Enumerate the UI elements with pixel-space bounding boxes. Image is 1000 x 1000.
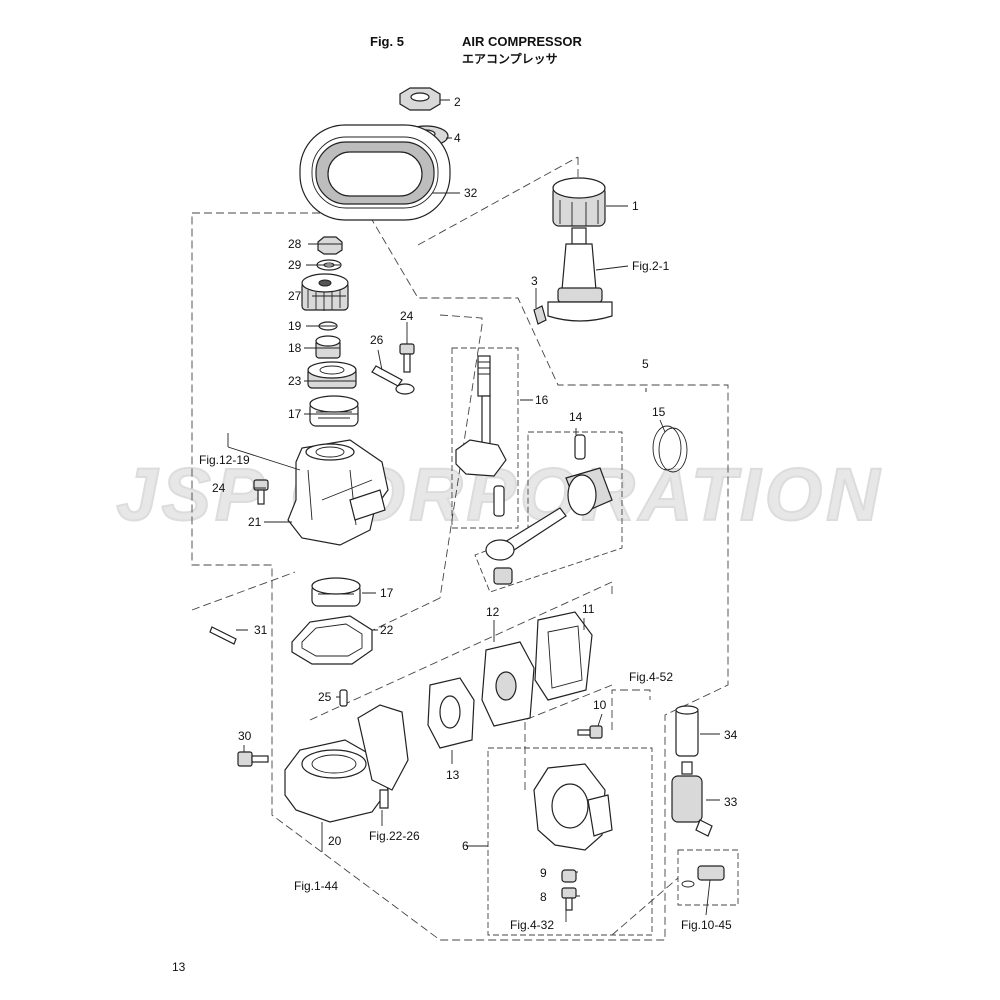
gasket-22[interactable]	[291, 615, 373, 665]
valve-plate-12[interactable]	[481, 641, 535, 727]
callout-1: 1	[632, 199, 639, 213]
ref-fig2-1: Fig.2-1	[632, 259, 670, 273]
pin-26[interactable]	[371, 365, 415, 395]
timing-belt-32[interactable]	[299, 124, 451, 221]
callout-15: 15	[652, 405, 666, 419]
piston-assembly[interactable]	[485, 467, 613, 585]
callout-17-lower: 17	[380, 586, 394, 600]
oil-seal-18[interactable]	[315, 335, 341, 359]
callout-21: 21	[248, 515, 262, 529]
figure-subtitle: エアコンプレッサ	[462, 52, 558, 66]
callout-14: 14	[569, 410, 583, 424]
callout-27: 27	[288, 289, 302, 303]
callout-19: 19	[288, 319, 302, 333]
callout-12: 12	[486, 605, 500, 619]
fitting-8[interactable]	[561, 887, 577, 911]
callout-23: 23	[288, 374, 302, 388]
callouts: 2 4 32 1 Fig.2-1 3 5 16 14 15 28 29 27 1…	[199, 95, 738, 932]
callout-3: 3	[531, 274, 538, 288]
figure-number: Fig. 5	[370, 34, 404, 49]
reed-plate-11[interactable]	[534, 611, 593, 701]
callout-2: 2	[454, 95, 461, 109]
bolt-30[interactable]	[237, 751, 269, 767]
callout-20: 20	[328, 834, 342, 848]
callout-33: 33	[724, 795, 738, 809]
callout-4: 4	[454, 131, 461, 145]
ref-fig12-19: Fig.12-19	[199, 453, 250, 467]
assembly-outlines	[191, 156, 739, 941]
callout-9: 9	[540, 866, 547, 880]
dowel-pin-25[interactable]	[339, 689, 348, 707]
ref-fig4-52: Fig.4-52	[629, 670, 673, 684]
piston-rings-15[interactable]	[652, 425, 688, 473]
callout-31: 31	[254, 623, 268, 637]
bolt-24-lower[interactable]	[253, 479, 269, 505]
coupling-cap-1[interactable]	[552, 177, 606, 227]
nut-28[interactable]	[317, 236, 343, 255]
callout-6: 6	[462, 839, 469, 853]
dowel-pin-31[interactable]	[209, 626, 237, 645]
ref-fig10-45: Fig.10-45	[681, 918, 732, 932]
bolt-24-upper[interactable]	[399, 343, 415, 373]
gasket-13[interactable]	[427, 677, 475, 749]
bearing-17-lower[interactable]	[311, 577, 361, 607]
callout-11: 11	[582, 602, 595, 616]
oil-seal-23[interactable]	[307, 361, 357, 389]
crankcase-21[interactable]	[287, 439, 389, 546]
bolt-10[interactable]	[577, 725, 603, 739]
page-number: 13	[172, 960, 186, 974]
callout-32: 32	[464, 186, 478, 200]
callout-16: 16	[535, 393, 549, 407]
callout-22: 22	[380, 623, 394, 637]
fitting-fig10-45[interactable]	[681, 865, 725, 888]
leader-lines	[227, 99, 720, 922]
ref-fig22-26: Fig.22-26	[369, 829, 420, 843]
callout-17-upper: 17	[288, 407, 302, 421]
hex-nut-2[interactable]	[399, 87, 441, 111]
callout-5: 5	[642, 357, 649, 371]
callout-26: 26	[370, 333, 384, 347]
callout-34: 34	[724, 728, 738, 742]
callout-24-lower: 24	[212, 481, 226, 495]
filter-33[interactable]	[671, 761, 713, 837]
crankshaft-16[interactable]	[455, 355, 507, 517]
callout-24-upper: 24	[400, 309, 414, 323]
plug-9[interactable]	[561, 869, 577, 883]
ref-fig1-44: Fig.1-44	[294, 879, 338, 893]
figure-title: AIR COMPRESSOR	[462, 34, 582, 49]
callout-8: 8	[540, 890, 547, 904]
cylinder-head-6[interactable]	[533, 763, 613, 851]
shaft-fig2-1[interactable]	[547, 227, 613, 322]
callout-10: 10	[593, 698, 607, 712]
bearing-17-upper[interactable]	[309, 395, 359, 427]
pin-14[interactable]	[574, 434, 586, 460]
key-3[interactable]	[533, 305, 547, 325]
callout-28: 28	[288, 237, 302, 251]
callout-18: 18	[288, 341, 302, 355]
callout-29: 29	[288, 258, 302, 272]
ref-fig4-32: Fig.4-32	[510, 918, 554, 932]
callout-13: 13	[446, 768, 460, 782]
callout-25: 25	[318, 690, 332, 704]
cylinder-20[interactable]	[284, 704, 409, 823]
sleeve-34[interactable]	[675, 705, 699, 757]
pulley-27[interactable]	[301, 273, 349, 311]
callout-30: 30	[238, 729, 252, 743]
